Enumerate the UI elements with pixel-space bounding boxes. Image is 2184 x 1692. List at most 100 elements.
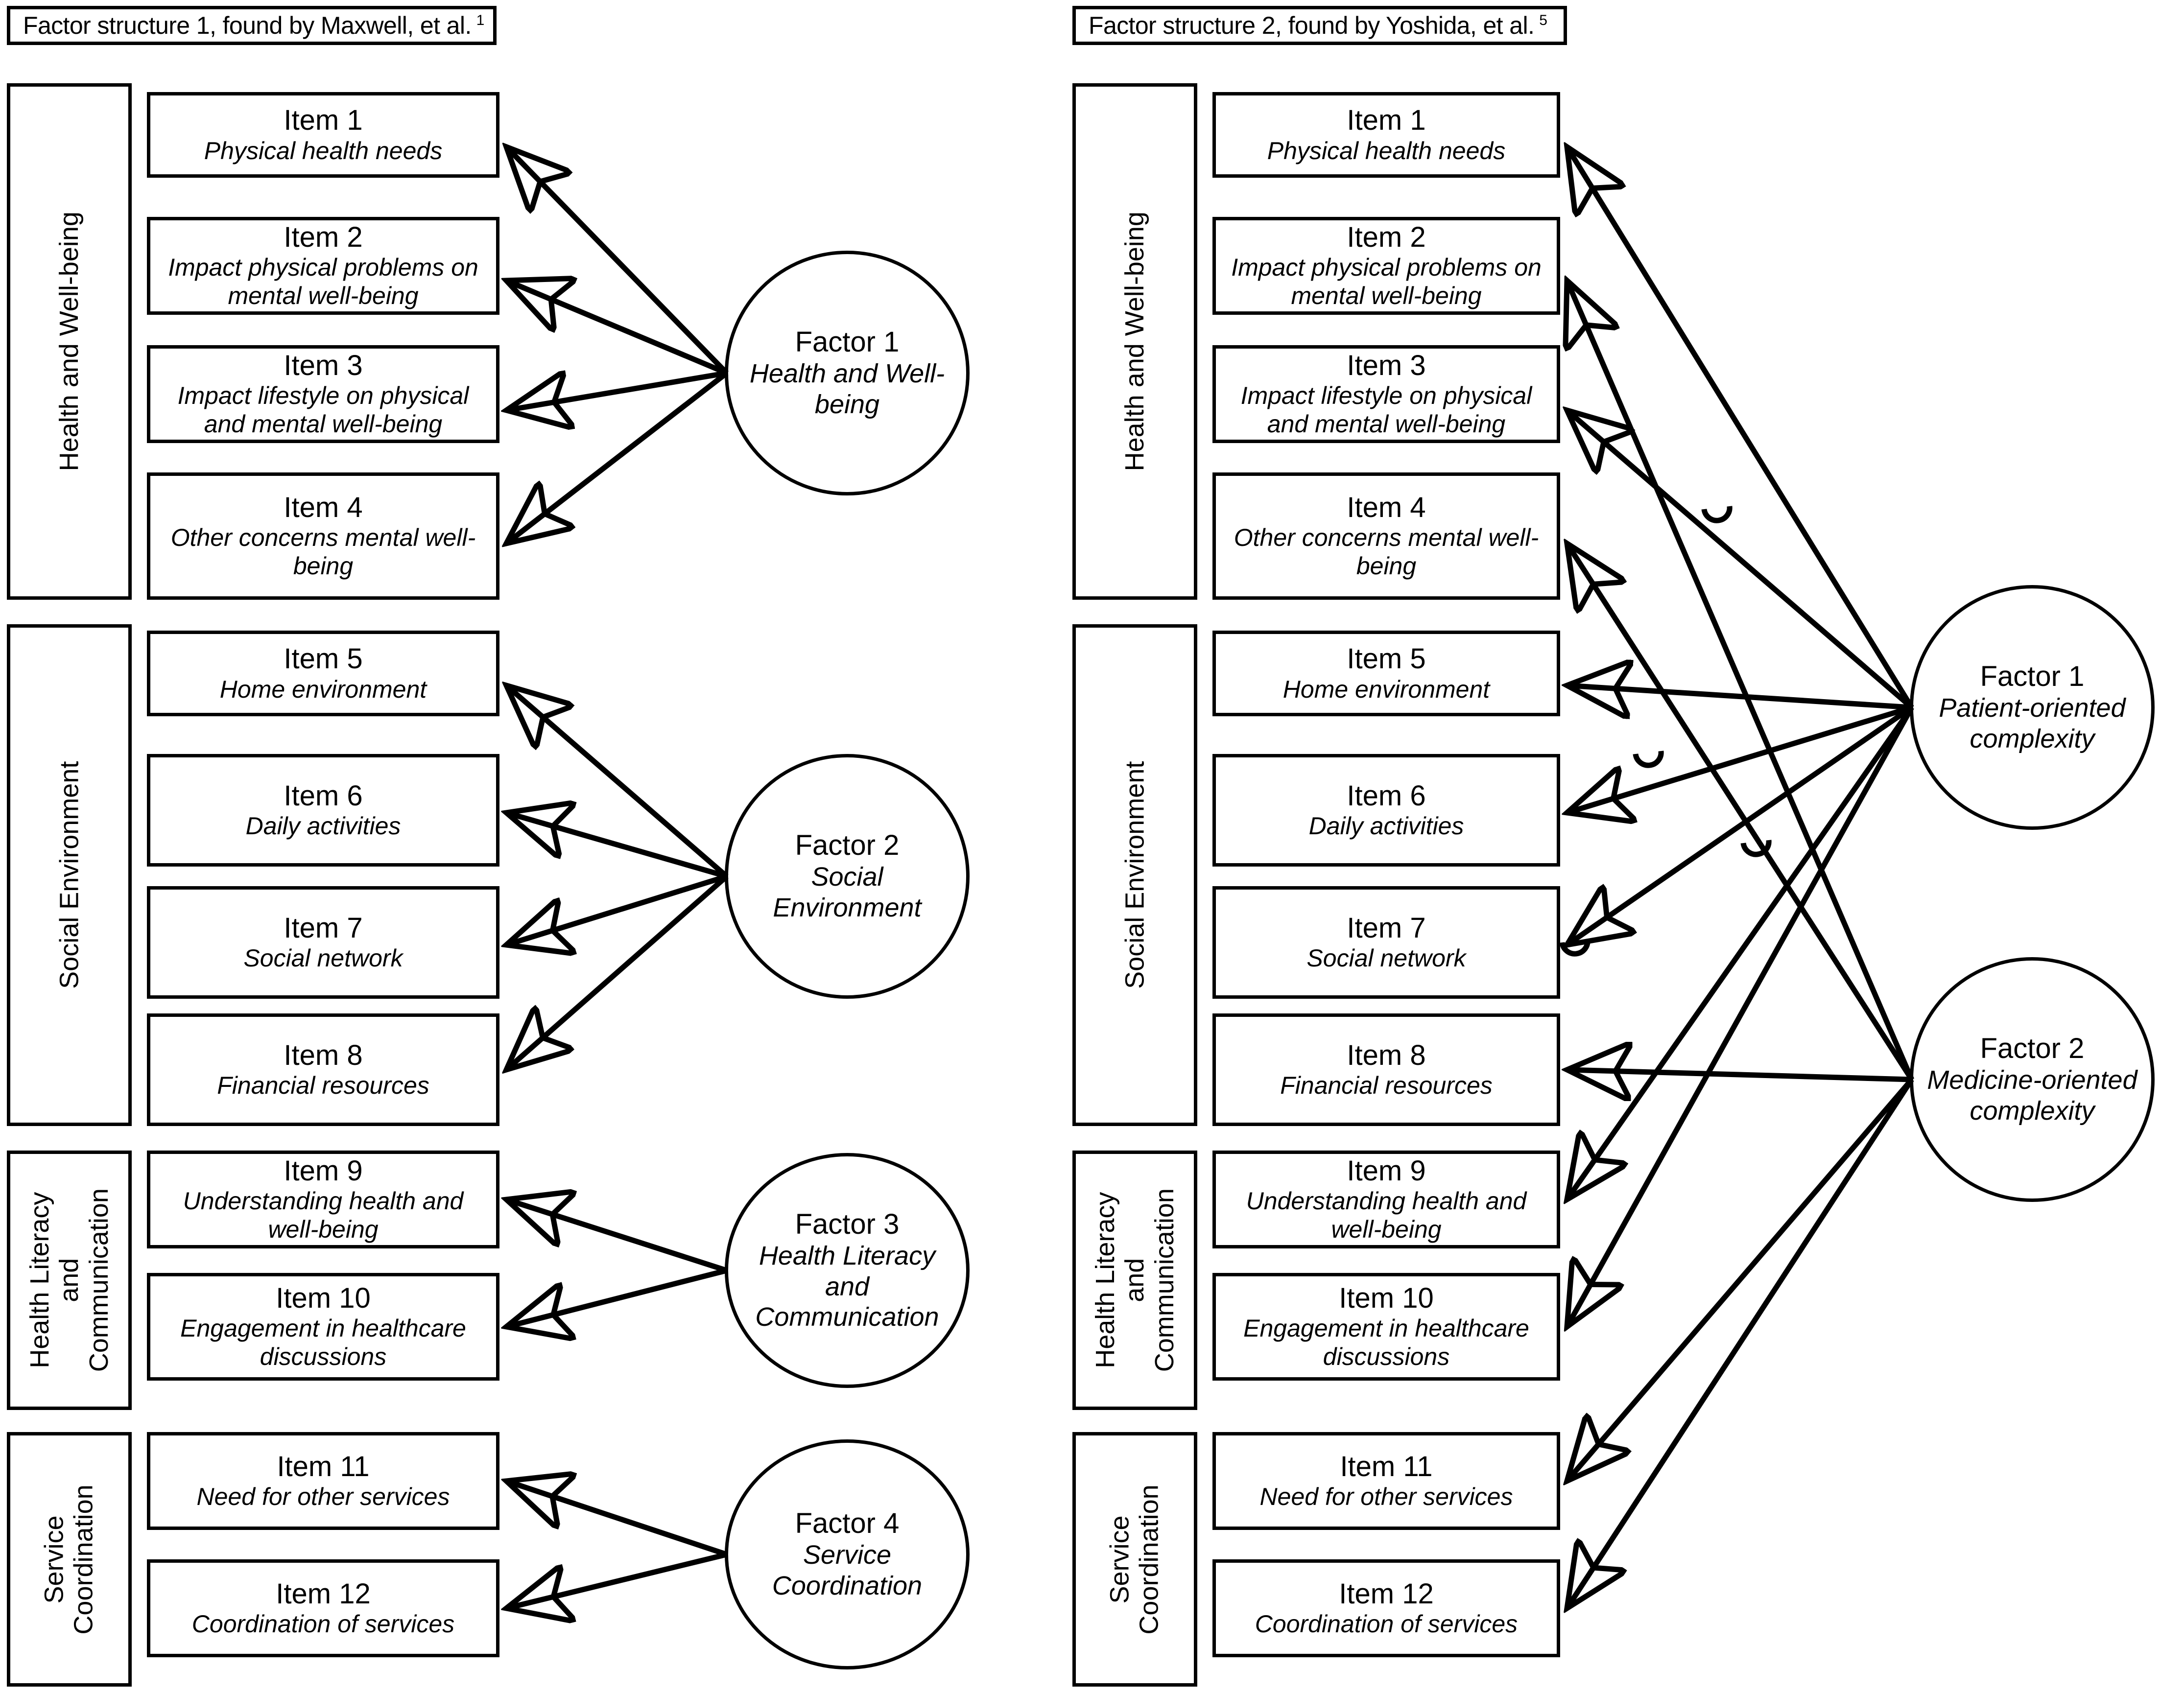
loading-arrows-factor-1 [506, 147, 729, 543]
edge-f3-item10 [506, 1268, 728, 1327]
panel-factor-structure-1: Factor structure 1, found by Maxwell, et… [0, 0, 1068, 1692]
item-title: Item 2 [1347, 221, 1426, 253]
factor-circle-medicine-oriented: Factor 2 Medicine-oriented complexity [1910, 957, 2155, 1202]
panel-title-2: Factor structure 2, found by Yoshida, et… [1089, 12, 1547, 39]
category-label: Service Coordination [40, 1484, 99, 1635]
category-box-health-and-well-being-2: Health and Well-being [1072, 83, 1197, 600]
factor-circle-3: Factor 3 Health Literacy and Communicati… [725, 1153, 970, 1388]
edge-f2-item6 [506, 813, 728, 879]
item-box-2: Item 2 Impact physical problems on menta… [147, 217, 499, 315]
item-box-9: Item 9 Understanding health and well-bei… [147, 1151, 499, 1248]
category-label: Social Environment [54, 761, 84, 989]
item-description: Engagement in healthcare discussions [1243, 1315, 1529, 1371]
item-box-3: Item 3 Impact lifestyle on physical and … [147, 345, 499, 443]
edge-pf1-item3 [1567, 410, 1914, 710]
item-box-11-panel2: Item 11 Need for other services [1212, 1432, 1560, 1530]
item-title: Item 6 [1347, 779, 1426, 812]
edge-f2-item5 [506, 685, 729, 879]
item-title: Item 2 [284, 221, 363, 253]
item-title: Item 4 [1347, 491, 1426, 523]
item-box-1-panel2: Item 1 Physical health needs [1212, 92, 1560, 178]
loading-arrows-medicine-oriented [1567, 281, 1915, 1608]
edge-pf2-item4 [1567, 543, 1914, 1081]
loading-arrows-factor-2 [506, 685, 729, 1070]
item-description: Understanding health and well-being [183, 1187, 464, 1244]
item-title: Item 3 [284, 349, 363, 381]
item-box-5: Item 5 Home environment [147, 631, 499, 716]
item-description: Impact lifestyle on physical and mental … [177, 382, 469, 438]
item-box-4: Item 4 Other concerns mental well-being [147, 472, 499, 600]
edge-f1-item3 [506, 373, 727, 410]
item-box-9-panel2: Item 9 Understanding health and well-bei… [1212, 1151, 1560, 1248]
item-box-6-panel2: Item 6 Daily activities [1212, 754, 1560, 867]
item-title: Item 1 [284, 104, 363, 137]
item-description: Physical health needs [204, 137, 443, 164]
item-description: Home environment [219, 675, 427, 703]
item-title: Item 4 [284, 491, 363, 523]
category-label: Service Coordination [1105, 1484, 1164, 1635]
item-title: Item 11 [277, 1450, 370, 1482]
item-title: Item 1 [1347, 104, 1426, 137]
item-description: Impact physical problems on mental well-… [1231, 254, 1542, 310]
item-box-2-panel2: Item 2 Impact physical problems on menta… [1212, 217, 1560, 315]
item-description: Need for other services [1259, 1483, 1513, 1511]
item-description: Social network [243, 944, 403, 972]
item-description: Coordination of services [1255, 1610, 1518, 1638]
edge-pf2-item2 [1567, 281, 1915, 1081]
item-title: Item 12 [276, 1577, 371, 1610]
item-title: Item 3 [1347, 349, 1426, 381]
factor-title: Factor 4 [795, 1507, 900, 1540]
item-description: Physical health needs [1267, 137, 1506, 164]
item-description: Impact physical problems on mental well-… [168, 254, 478, 310]
category-box-health-and-well-being: Health and Well-being [7, 83, 132, 600]
edge-f2-item7 [506, 873, 728, 945]
factor-circle-1: Factor 1 Health and Well-being [725, 251, 970, 495]
item-box-7: Item 7 Social network [147, 886, 499, 999]
item-description: Understanding health and well-being [1246, 1187, 1527, 1244]
item-description: Home environment [1282, 675, 1490, 703]
edge-pf1-item5 [1567, 685, 1912, 707]
edge-pf1-item9 [1567, 705, 1914, 1199]
item-title: Item 12 [1339, 1577, 1434, 1610]
item-description: Financial resources [217, 1072, 429, 1100]
edge-pf1-item1 [1567, 147, 1914, 709]
edge-pf1-item10 [1567, 706, 1914, 1327]
item-description: Impact lifestyle on physical and mental … [1240, 382, 1532, 438]
loading-arrows-patient-oriented [1567, 147, 1914, 1327]
item-description: Other concerns mental well-being [1234, 524, 1539, 580]
factor-subtitle: Health Literacy and Communication [755, 1241, 939, 1332]
item-description: Engagement in healthcare discussions [180, 1315, 466, 1371]
item-box-5-panel2: Item 5 Home environment [1212, 631, 1560, 716]
edge-f1-item4 [506, 371, 729, 543]
edge-f4-item12 [506, 1551, 728, 1608]
item-title: Item 5 [1347, 643, 1426, 675]
category-label: Health Literacy and Communication [24, 1188, 114, 1372]
edge-pf2-item8 [1567, 1070, 1912, 1080]
category-box-social-environment: Social Environment [7, 624, 132, 1126]
item-title: Item 10 [1339, 1282, 1434, 1314]
panel-title-box-1: Factor structure 1, found by Maxwell, et… [7, 6, 497, 45]
factor-subtitle: Patient-oriented complexity [1939, 693, 2126, 754]
item-box-7-panel2: Item 7 Social network [1212, 886, 1560, 999]
item-description: Social network [1306, 944, 1466, 972]
edge-pf2-item11 [1567, 1078, 1914, 1481]
item-title: Item 10 [276, 1282, 371, 1314]
item-description: Daily activities [245, 812, 401, 840]
panel-factor-structure-2: Factor structure 2, found by Yoshida, et… [1068, 0, 2184, 1692]
factor-title: Factor 2 [795, 829, 900, 862]
category-box-health-literacy-and-communication-2: Health Literacy and Communication [1072, 1151, 1197, 1410]
item-title: Item 8 [284, 1039, 363, 1071]
edge-f2-item8 [506, 874, 729, 1070]
item-title: Item 7 [284, 912, 363, 944]
edge-f4-item11 [506, 1481, 728, 1557]
category-box-health-literacy-and-communication: Health Literacy and Communication [7, 1151, 132, 1410]
item-box-4-panel2: Item 4 Other concerns mental well-being [1212, 472, 1560, 600]
edge-f1-item1 [506, 147, 729, 375]
category-label: Health and Well-being [1120, 212, 1150, 471]
edge-pf1-item7 [1567, 705, 1914, 945]
item-title: Item 11 [1340, 1450, 1433, 1482]
factor-subtitle: Health and Well-being [749, 359, 945, 420]
factor-subtitle: Service Coordination [772, 1540, 923, 1601]
edge-pf1-item6 [1567, 705, 1913, 813]
